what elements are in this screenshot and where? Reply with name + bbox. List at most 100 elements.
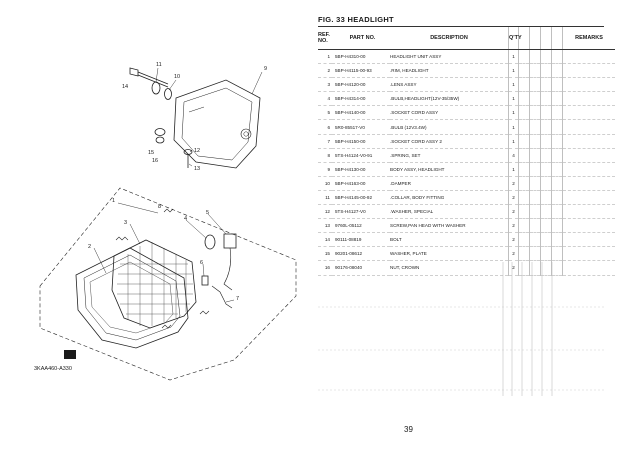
callout: 9 [264, 66, 267, 72]
blank-cell [518, 148, 530, 163]
assembly-outline [39, 187, 297, 381]
qty-cell: 2 [508, 204, 519, 220]
remarks-cell [562, 246, 615, 262]
blank-cell [551, 49, 563, 65]
ref-no-cell: 3 [318, 77, 332, 93]
ref-no-cell: 16 [318, 260, 332, 276]
remarks-cell [562, 77, 615, 93]
callout: 13 [194, 166, 200, 172]
part-no-cell: 5R0-85517-V0 [332, 119, 390, 135]
callout: 6 [200, 260, 203, 266]
ref-no-cell: 7 [318, 134, 332, 149]
blank-cell [529, 246, 541, 262]
blank-cell [529, 218, 541, 234]
callout: 11 [156, 62, 162, 68]
blank-cell [529, 148, 541, 163]
description-cell: SCREW,PAN HEAD WITH WASHER [390, 218, 509, 234]
remarks-cell [562, 148, 615, 163]
spring [115, 236, 129, 241]
ref-no-cell: 1 [318, 49, 332, 65]
blank-cell [518, 134, 530, 149]
qty-cell: 1 [508, 105, 519, 121]
blank-cell [540, 260, 552, 276]
blank-cell [540, 105, 552, 121]
special-washer [183, 149, 193, 155]
blank-cell [529, 105, 541, 121]
blank-cell [529, 232, 541, 248]
description-cell: .RIM, HEADLIGHT [390, 63, 509, 79]
blank-cell [551, 176, 563, 191]
qty-cell: 2 [508, 232, 519, 248]
remarks-cell [562, 91, 615, 107]
blank-cell [551, 232, 563, 248]
part-no-cell: 5BP-H4150-00 [332, 134, 390, 149]
remarks-cell [562, 190, 615, 206]
callout: 10 [174, 74, 180, 80]
washer-plate [154, 128, 166, 136]
blank-cell [551, 148, 563, 163]
callout: 3 [124, 220, 127, 226]
description-cell: WASHER, PLATE [390, 246, 509, 262]
callout: 4 [184, 216, 187, 222]
diagram-code: 3KAA460-A330 [34, 366, 72, 372]
remarks-cell [562, 63, 615, 79]
remarks-cell [562, 105, 615, 121]
blank-cell [529, 190, 541, 206]
ref-no-cell: 2 [318, 63, 332, 79]
ref-no-cell: 5 [318, 105, 332, 121]
ref-no-cell: 12 [318, 204, 332, 220]
description-header: DESCRIPTION [390, 27, 509, 50]
figure-title: FIG. 33 HEADLIGHT [318, 15, 394, 24]
description-cell: .SOCKET CORD ASSY [390, 105, 509, 121]
part-no-cell: 9760L-05112 [332, 218, 390, 234]
ref-no-cell: 6 [318, 119, 332, 135]
callout: 2 [88, 244, 91, 250]
ref-no-cell: 15 [318, 246, 332, 262]
callout: 12 [194, 148, 200, 154]
qty-cell: 2 [508, 218, 519, 234]
remarks-cell [562, 176, 615, 191]
qty-header: Q'TY [508, 27, 522, 50]
part-no-cell: 5TS-H4127-V0 [332, 204, 390, 220]
qty-cell: 1 [508, 162, 519, 177]
qty-cell: 1 [508, 119, 519, 135]
description-cell: .BULB (12V3.4W) [390, 119, 509, 135]
collar [151, 81, 161, 95]
damper [164, 88, 172, 100]
blank-cell [540, 119, 552, 135]
qty-cell: 2 [508, 190, 519, 206]
callout: 1 [112, 198, 115, 204]
blank-cell [529, 162, 541, 177]
remarks-cell [562, 260, 615, 276]
ref-no-cell: 14 [318, 232, 332, 248]
blank-cell [529, 91, 541, 107]
description-cell: .COLLAR, BODY FITTING [390, 190, 509, 206]
part-no-cell: 5BP-H4145-00-92 [332, 190, 390, 206]
ref-no-cell: 4 [318, 91, 332, 107]
ref-no-header: REF. NO. [318, 27, 332, 50]
blank-cell [518, 232, 530, 248]
blank-cell [551, 119, 563, 135]
callout: 14 [122, 84, 128, 90]
part-no-cell: 5BP-H4163-00 [332, 176, 390, 191]
blank-cell [540, 134, 552, 149]
blank-cell [551, 105, 563, 121]
callout: 15 [148, 150, 154, 156]
blank-cell [540, 204, 552, 220]
description-cell: .DAMPER [390, 176, 509, 191]
blank-cell [518, 204, 530, 220]
blank-cell [551, 190, 563, 206]
blank-cell [518, 190, 530, 206]
qty-cell: 2 [508, 176, 519, 191]
callout: 7 [236, 296, 239, 302]
blank-cell [529, 260, 541, 276]
blank-cell [540, 63, 552, 79]
part-no-cell: 90201-08612 [332, 246, 390, 262]
blank-cell [551, 77, 563, 93]
